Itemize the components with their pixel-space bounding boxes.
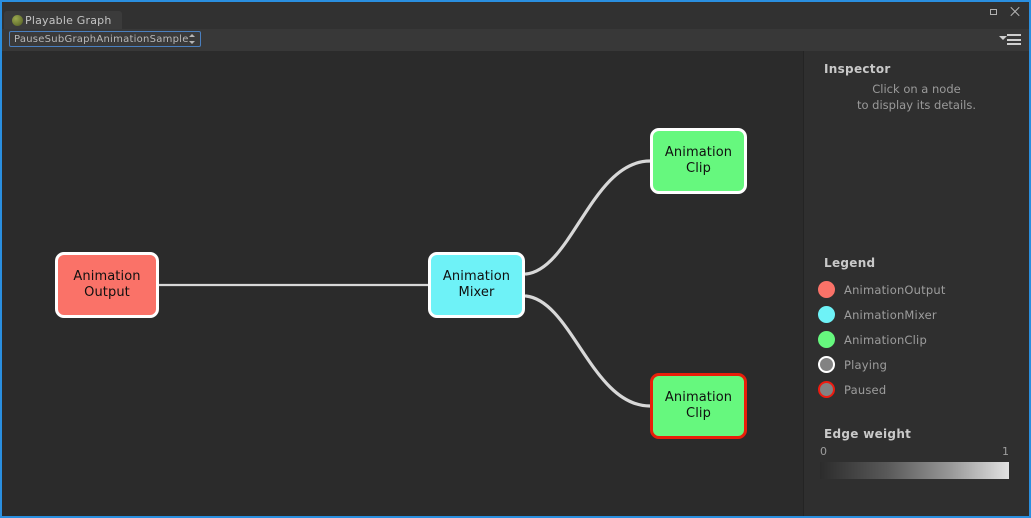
updown-arrows-icon (188, 33, 196, 45)
node-label-line2: Clip (686, 161, 711, 176)
node-label-line1: Animation (442, 269, 511, 285)
window-controls (988, 6, 1021, 18)
legend-item: AnimationOutput (818, 277, 1019, 302)
menu-bar (1007, 34, 1021, 36)
legend-title: Legend (824, 256, 876, 270)
legend-label: Paused (844, 382, 887, 397)
inspector-hint: Click on a node to display its details. (816, 82, 1017, 113)
node-label-line2: Output (84, 285, 130, 300)
graph-select-dropdown[interactable]: PauseSubGraphAnimationSample (9, 31, 201, 47)
legend-swatch-icon (818, 356, 835, 373)
legend-swatch-icon (818, 381, 835, 398)
menu-bar (1007, 39, 1021, 41)
graph-toolbar: PauseSubGraphAnimationSample (2, 29, 1029, 52)
tab-playable-graph[interactable]: Playable Graph (4, 11, 122, 29)
node-label-line2: Clip (686, 406, 711, 421)
unity-playable-icon (12, 14, 23, 26)
menu-bar (1007, 43, 1021, 45)
maximize-icon[interactable] (988, 6, 1000, 18)
edge-mixer-clip-bottom (524, 294, 652, 408)
window-tab-bar: Playable Graph (2, 2, 1029, 30)
node-label-line1: Animation (664, 390, 733, 406)
edge-weight-gradient-bar (820, 462, 1009, 479)
inspector-hint-line1: Click on a node (872, 82, 961, 96)
edge-weight-max-label: 1 (1002, 445, 1009, 458)
legend-item: AnimationClip (818, 327, 1019, 352)
legend-label: AnimationClip (844, 332, 927, 347)
node-label-line1: Animation (73, 269, 141, 285)
edge-weight-scale: 0 1 (820, 445, 1009, 458)
graph-select-value: PauseSubGraphAnimationSample (14, 33, 188, 45)
inspector-hint-line2: to display its details. (856, 97, 976, 112)
legend-label: Playing (844, 357, 888, 372)
legend-item: Playing (818, 352, 1019, 377)
legend-label: AnimationOutput (844, 282, 946, 297)
caret-down-icon (999, 36, 1007, 40)
close-icon[interactable] (1009, 6, 1021, 18)
legend-item: Paused (818, 377, 1019, 402)
node-label-line1: Animation (664, 145, 733, 161)
node-label-line2: Mixer (458, 285, 495, 300)
inspector-title: Inspector (824, 62, 891, 76)
tab-label: Playable Graph (25, 13, 112, 27)
legend-swatch-icon (818, 306, 835, 323)
legend-item: AnimationMixer (818, 302, 1019, 327)
sidebar-panel: Inspector Click on a node to display its… (803, 51, 1029, 516)
hamburger-menu-icon[interactable] (999, 34, 1021, 46)
legend-swatch-icon (818, 281, 835, 298)
graph-edges (157, 159, 652, 408)
legend-swatch-icon (818, 331, 835, 348)
legend-label: AnimationMixer (844, 307, 937, 322)
edge-mixer-clip-top (524, 159, 652, 276)
edge-weight-min-label: 0 (820, 445, 827, 458)
edge-weight-title: Edge weight (824, 427, 912, 441)
